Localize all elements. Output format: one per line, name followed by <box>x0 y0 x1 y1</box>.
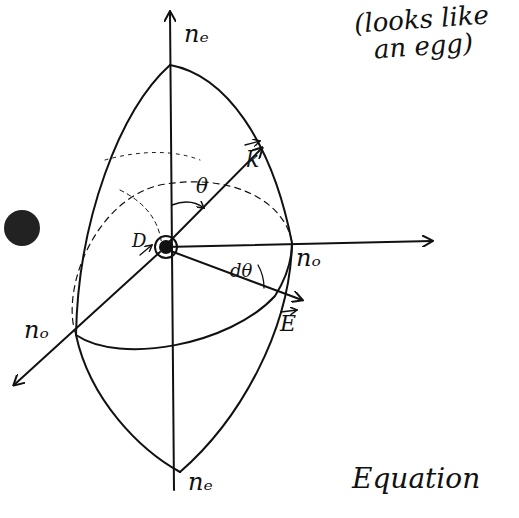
vector-label: D <box>132 232 146 251</box>
vector-label: k <box>246 148 259 171</box>
angle-label: dθ <box>230 262 252 281</box>
vector-label: E <box>280 312 296 335</box>
axis-label: nₒ <box>24 318 49 343</box>
axis-label: nₑ <box>188 470 213 495</box>
axis-label: nₑ <box>184 22 209 47</box>
caption-text: Equation <box>352 464 480 493</box>
angle-label: θ <box>196 176 208 197</box>
note-text: (looks like an egg) <box>333 0 511 67</box>
axis-label: nₒ <box>296 246 321 271</box>
